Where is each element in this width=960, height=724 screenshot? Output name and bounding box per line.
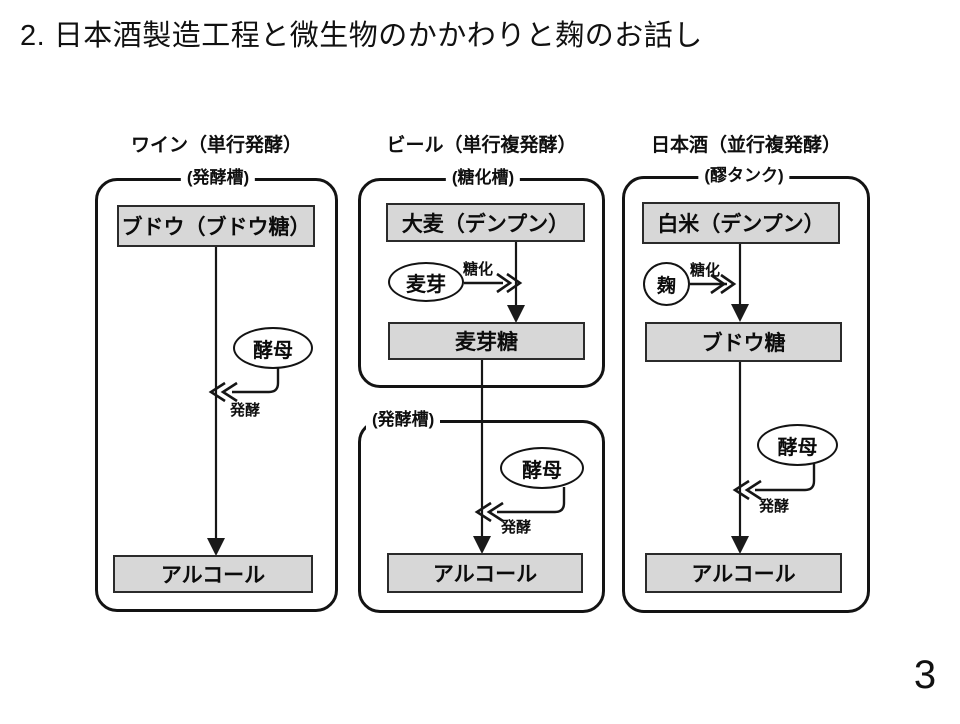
slide-title: 2. 日本酒製造工程と微生物のかかわりと麹のお話し <box>20 20 703 52</box>
sake-column-header: 日本酒（並行複発酵） <box>650 135 841 156</box>
beer-maltose-box: 麦芽糖 <box>388 322 585 360</box>
beer-sacchar-tank-label: (糖化槽) <box>445 168 521 188</box>
sake-ferment-label: 発酵 <box>759 498 790 515</box>
beer-column-header: ビール（単行複発酵） <box>386 135 577 156</box>
sake-flow-arrows <box>690 243 816 554</box>
beer-yeast-oval: 酵母 <box>500 447 584 489</box>
wine-ferment-label: 発酵 <box>230 402 261 419</box>
beer-ferment-tank-label: (発酵槽) <box>366 410 441 430</box>
sake-glucose-box: ブドウ糖 <box>645 322 842 362</box>
wine-alcohol-box: アルコール <box>113 555 313 593</box>
wine-column-header: ワイン（単行発酵） <box>130 135 302 156</box>
beer-malt-oval: 麦芽 <box>388 262 464 302</box>
beer-sacchar-label: 糖化 <box>463 261 494 278</box>
page-number: 3 <box>913 653 937 697</box>
beer-ferment-label: 発酵 <box>501 519 532 536</box>
sake-yeast-oval: 酵母 <box>757 424 838 466</box>
beer-flow-arrows <box>464 241 566 554</box>
sake-koji-circle: 麹 <box>643 262 690 306</box>
wine-tank-label: (発酵槽) <box>180 168 256 188</box>
sake-tank-label: (醪タンク) <box>698 166 790 186</box>
wine-flow-arrows <box>207 243 280 556</box>
sake-source-box: 白米（デンプン） <box>642 202 840 244</box>
beer-source-box: 大麦（デンプン） <box>386 203 585 242</box>
sake-alcohol-box: アルコール <box>645 553 842 593</box>
wine-source-box: ブドウ（ブドウ糖） <box>117 205 315 247</box>
wine-yeast-oval: 酵母 <box>233 327 313 369</box>
beer-alcohol-box: アルコール <box>387 553 583 593</box>
sake-sacchar-label: 糖化 <box>690 262 721 279</box>
